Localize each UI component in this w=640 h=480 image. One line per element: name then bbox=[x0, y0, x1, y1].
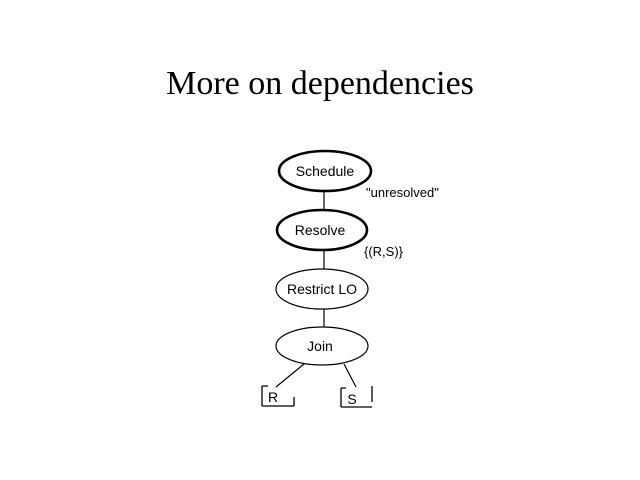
annotation-rs: {(R,S)} bbox=[364, 244, 404, 259]
node-resolve-label: Resolve bbox=[295, 222, 346, 238]
node-s-label: S bbox=[347, 391, 356, 407]
node-schedule: Schedule bbox=[277, 149, 373, 193]
edge-join-r bbox=[275, 363, 305, 388]
node-join: Join bbox=[275, 326, 369, 366]
node-join-label: Join bbox=[307, 338, 333, 354]
node-r-label: R bbox=[268, 389, 278, 405]
edge-join-s bbox=[343, 363, 357, 388]
node-resolve: Resolve bbox=[275, 208, 369, 252]
node-schedule-label: Schedule bbox=[296, 163, 355, 179]
slide-title: More on dependencies bbox=[166, 65, 474, 102]
annotation-unresolved: "unresolved" bbox=[366, 185, 439, 200]
node-s: S bbox=[340, 386, 373, 408]
node-r: R bbox=[261, 385, 295, 407]
node-restrict-label: Restrict LO bbox=[287, 281, 357, 297]
node-restrict: Restrict LO bbox=[275, 268, 369, 310]
